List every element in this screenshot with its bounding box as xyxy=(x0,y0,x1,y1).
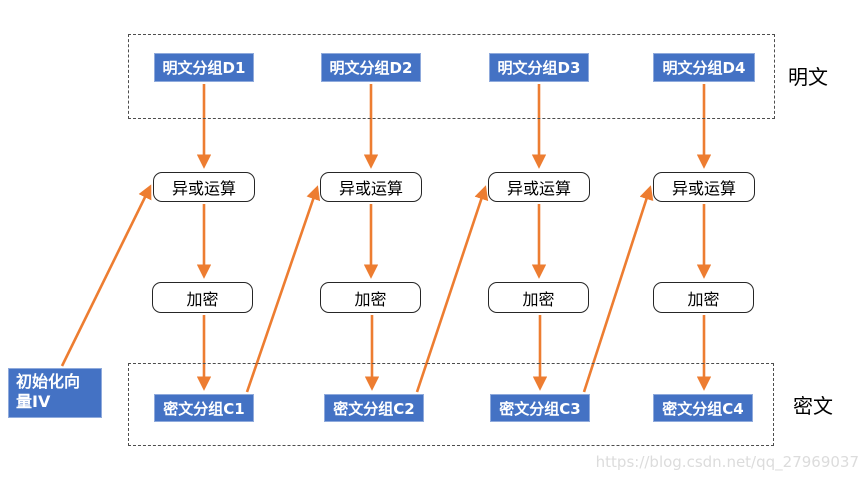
encrypt-box-3: 加密 xyxy=(488,282,589,313)
ciphertext-block-c1: 密文分组C1 xyxy=(154,394,254,422)
plaintext-block-d1: 明文分组D1 xyxy=(154,53,254,82)
xor-box-3: 异或运算 xyxy=(488,172,590,202)
xor-box-2: 异或运算 xyxy=(320,172,422,202)
plaintext-block-d2: 明文分组D2 xyxy=(321,53,421,82)
xor-box-1: 异或运算 xyxy=(153,172,255,202)
plaintext-section-label: 明文 xyxy=(788,65,828,89)
ciphertext-section-frame xyxy=(128,363,774,446)
ciphertext-section-label: 密文 xyxy=(793,394,833,418)
arrow-iv-to-xor1 xyxy=(60,184,152,367)
ciphertext-block-c2: 密文分组C2 xyxy=(324,394,424,422)
arrow-c3-to-xor4 xyxy=(582,185,654,393)
encrypt-box-4: 加密 xyxy=(653,282,754,313)
plaintext-block-d4: 明文分组D4 xyxy=(653,53,755,82)
iv-block: 初始化向量IV xyxy=(8,368,102,418)
arrow-c1-to-xor2 xyxy=(245,185,321,393)
ciphertext-block-c3: 密文分组C3 xyxy=(490,394,590,422)
plaintext-section-frame xyxy=(128,34,775,119)
encrypt-box-1: 加密 xyxy=(152,282,253,313)
arrow-c2-to-xor3 xyxy=(415,185,489,393)
ciphertext-block-c4: 密文分组C4 xyxy=(653,394,753,422)
plaintext-block-d3: 明文分组D3 xyxy=(489,53,589,82)
xor-box-4: 异或运算 xyxy=(653,172,755,202)
watermark-url: https://blog.csdn.net/qq_27969037 xyxy=(595,453,859,471)
encrypt-box-2: 加密 xyxy=(320,282,421,313)
